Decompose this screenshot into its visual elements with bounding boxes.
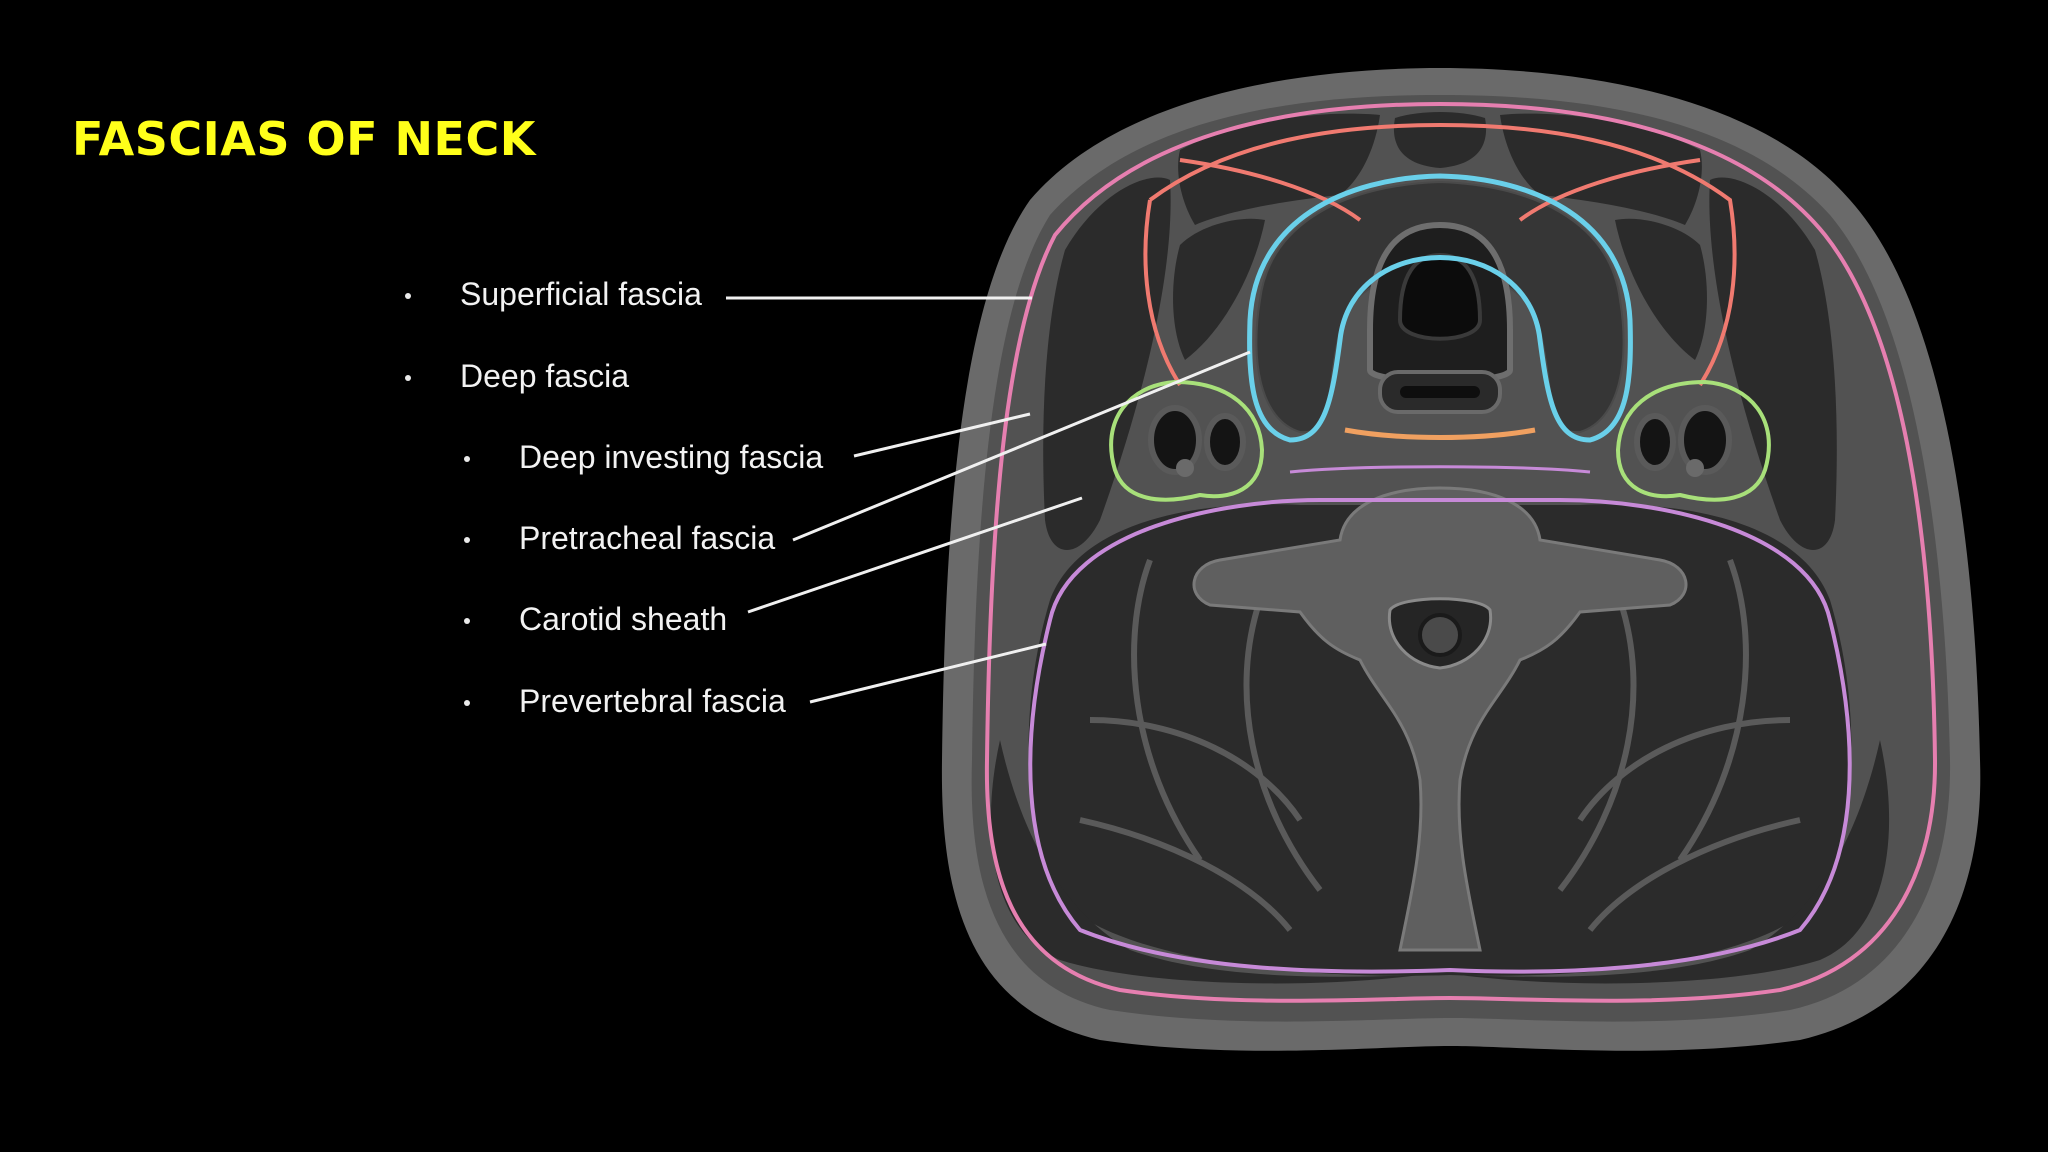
spinal-cord (1418, 613, 1462, 657)
right-lateral-strap (1615, 218, 1707, 360)
right-carotid-artery (1634, 413, 1676, 471)
bullet-dot (464, 700, 470, 706)
label-deep-fascia: Deep fascia (460, 358, 629, 394)
bullet-list: Superficial fascia Deep fascia Deep inve… (0, 0, 1000, 800)
cervical-vertebra (1192, 486, 1688, 952)
left-jugular-vein (1148, 405, 1202, 475)
label-superficial-fascia: Superficial fascia (460, 276, 702, 312)
leader-pretracheal-fascia (792, 350, 1251, 542)
bullet-dot (464, 537, 470, 543)
left-carotid-sheath-line (1109, 379, 1265, 502)
left-strap-muscle (1178, 113, 1380, 225)
leader-carotid-sheath (747, 496, 1083, 614)
tracheal-lumen (1397, 252, 1483, 341)
bullet-dot (405, 293, 411, 299)
posterior-muscle-partitions (1079, 558, 1801, 932)
right-jugular-vein (1678, 405, 1732, 475)
bullet-dot (405, 375, 411, 381)
pretracheal-lower-line (1344, 427, 1536, 440)
superficial-fascia-line (984, 101, 1938, 1003)
right-carotid-sheath-line (1615, 379, 1771, 502)
prevertebral-inner-line (1289, 465, 1591, 474)
investing-fascia-line (1143, 122, 1737, 387)
bullet-dot (464, 456, 470, 462)
right-vagus-nerve (1686, 459, 1704, 477)
esophagus-lumen (1400, 386, 1480, 398)
left-lateral-strap (1173, 218, 1265, 360)
left-vagus-nerve (1176, 459, 1194, 477)
slide-title: FASCIAS OF NECK (72, 112, 536, 166)
left-carotid-artery (1204, 413, 1246, 471)
right-sternocleidomastoid (1709, 177, 1837, 550)
prevertebral-fascia-line (1028, 498, 1852, 974)
pretracheal-fascia-line (1247, 173, 1633, 443)
leader-prevertebral-fascia (809, 642, 1047, 704)
leader-deep-investing-fascia (853, 412, 1031, 458)
right-strap-muscle (1500, 113, 1702, 225)
left-sternocleidomastoid (1043, 177, 1171, 550)
label-carotid-sheath: Carotid sheath (519, 601, 728, 637)
label-pretracheal-fascia: Pretracheal fascia (519, 520, 776, 556)
leader-lines (726, 296, 1251, 704)
bullet-dot (464, 618, 470, 624)
label-deep-investing-fascia: Deep investing fascia (519, 439, 824, 475)
label-prevertebral-fascia: Prevertebral fascia (519, 683, 786, 719)
